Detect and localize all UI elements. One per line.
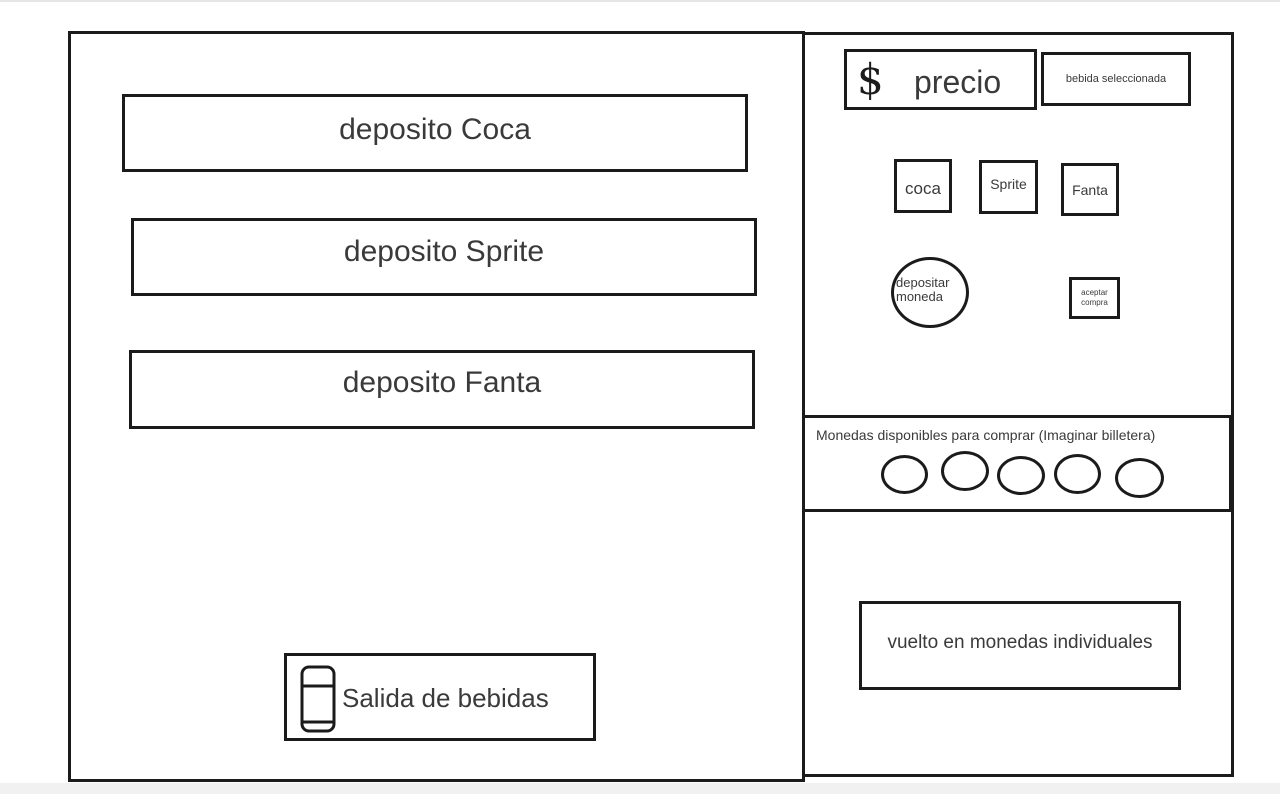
wallet-label: Monedas disponibles para comprar (Imagin…	[816, 427, 1156, 443]
fanta-button[interactable]: Fanta	[1061, 163, 1119, 216]
price-display: $ precio	[844, 49, 1037, 110]
deposit-sprite-label: deposito Sprite	[343, 235, 545, 268]
wallet-coin-1[interactable]	[881, 455, 928, 494]
drink-can-icon	[300, 665, 336, 733]
deposit-coin-button[interactable]: depositar moneda	[891, 257, 969, 328]
wallet-coin-3[interactable]	[997, 456, 1045, 495]
control-panel	[802, 32, 1234, 777]
deposit-coin-label: depositar moneda	[896, 276, 949, 304]
accept-purchase-label: aceptar compra	[1081, 288, 1108, 308]
fanta-button-label: Fanta	[1072, 181, 1108, 198]
accept-purchase-line1: aceptar	[1081, 288, 1108, 297]
coca-button[interactable]: coca	[894, 159, 952, 213]
selected-drink-label: bebida seleccionada	[1065, 73, 1167, 85]
deposit-coca: deposito Coca	[122, 94, 748, 172]
change-display[interactable]: vuelto en monedas individuales	[859, 601, 1181, 690]
accept-purchase-line2: compra	[1081, 298, 1108, 307]
wallet-coin-5[interactable]	[1115, 458, 1164, 498]
sprite-button[interactable]: Sprite	[979, 160, 1038, 214]
deposit-fanta-label: deposito Fanta	[342, 365, 542, 399]
drink-output-label: Salida de bebidas	[342, 683, 549, 713]
top-divider	[0, 0, 1280, 2]
drink-output[interactable]: Salida de bebidas	[284, 653, 596, 741]
dollar-icon: $	[857, 55, 884, 104]
deposit-coca-label: deposito Coca	[339, 113, 531, 146]
deposit-coin-line2: moneda	[896, 289, 943, 304]
wallet-coin-2[interactable]	[941, 451, 989, 491]
wallet-coin-4[interactable]	[1054, 454, 1101, 494]
deposit-fanta: deposito Fanta	[129, 350, 755, 429]
wallet-section: Monedas disponibles para comprar (Imagin…	[802, 415, 1232, 512]
price-label: precio	[914, 64, 1002, 100]
change-label: vuelto en monedas individuales	[887, 631, 1153, 653]
sprite-button-label: Sprite	[990, 176, 1027, 192]
deposit-coin-line1: depositar	[896, 275, 950, 290]
coca-button-label: coca	[905, 179, 941, 198]
accept-purchase-button[interactable]: aceptar compra	[1069, 277, 1120, 319]
selected-drink-display: bebida seleccionada	[1041, 52, 1191, 106]
deposit-sprite: deposito Sprite	[131, 218, 757, 296]
bottom-scroll-strip	[0, 783, 1280, 794]
